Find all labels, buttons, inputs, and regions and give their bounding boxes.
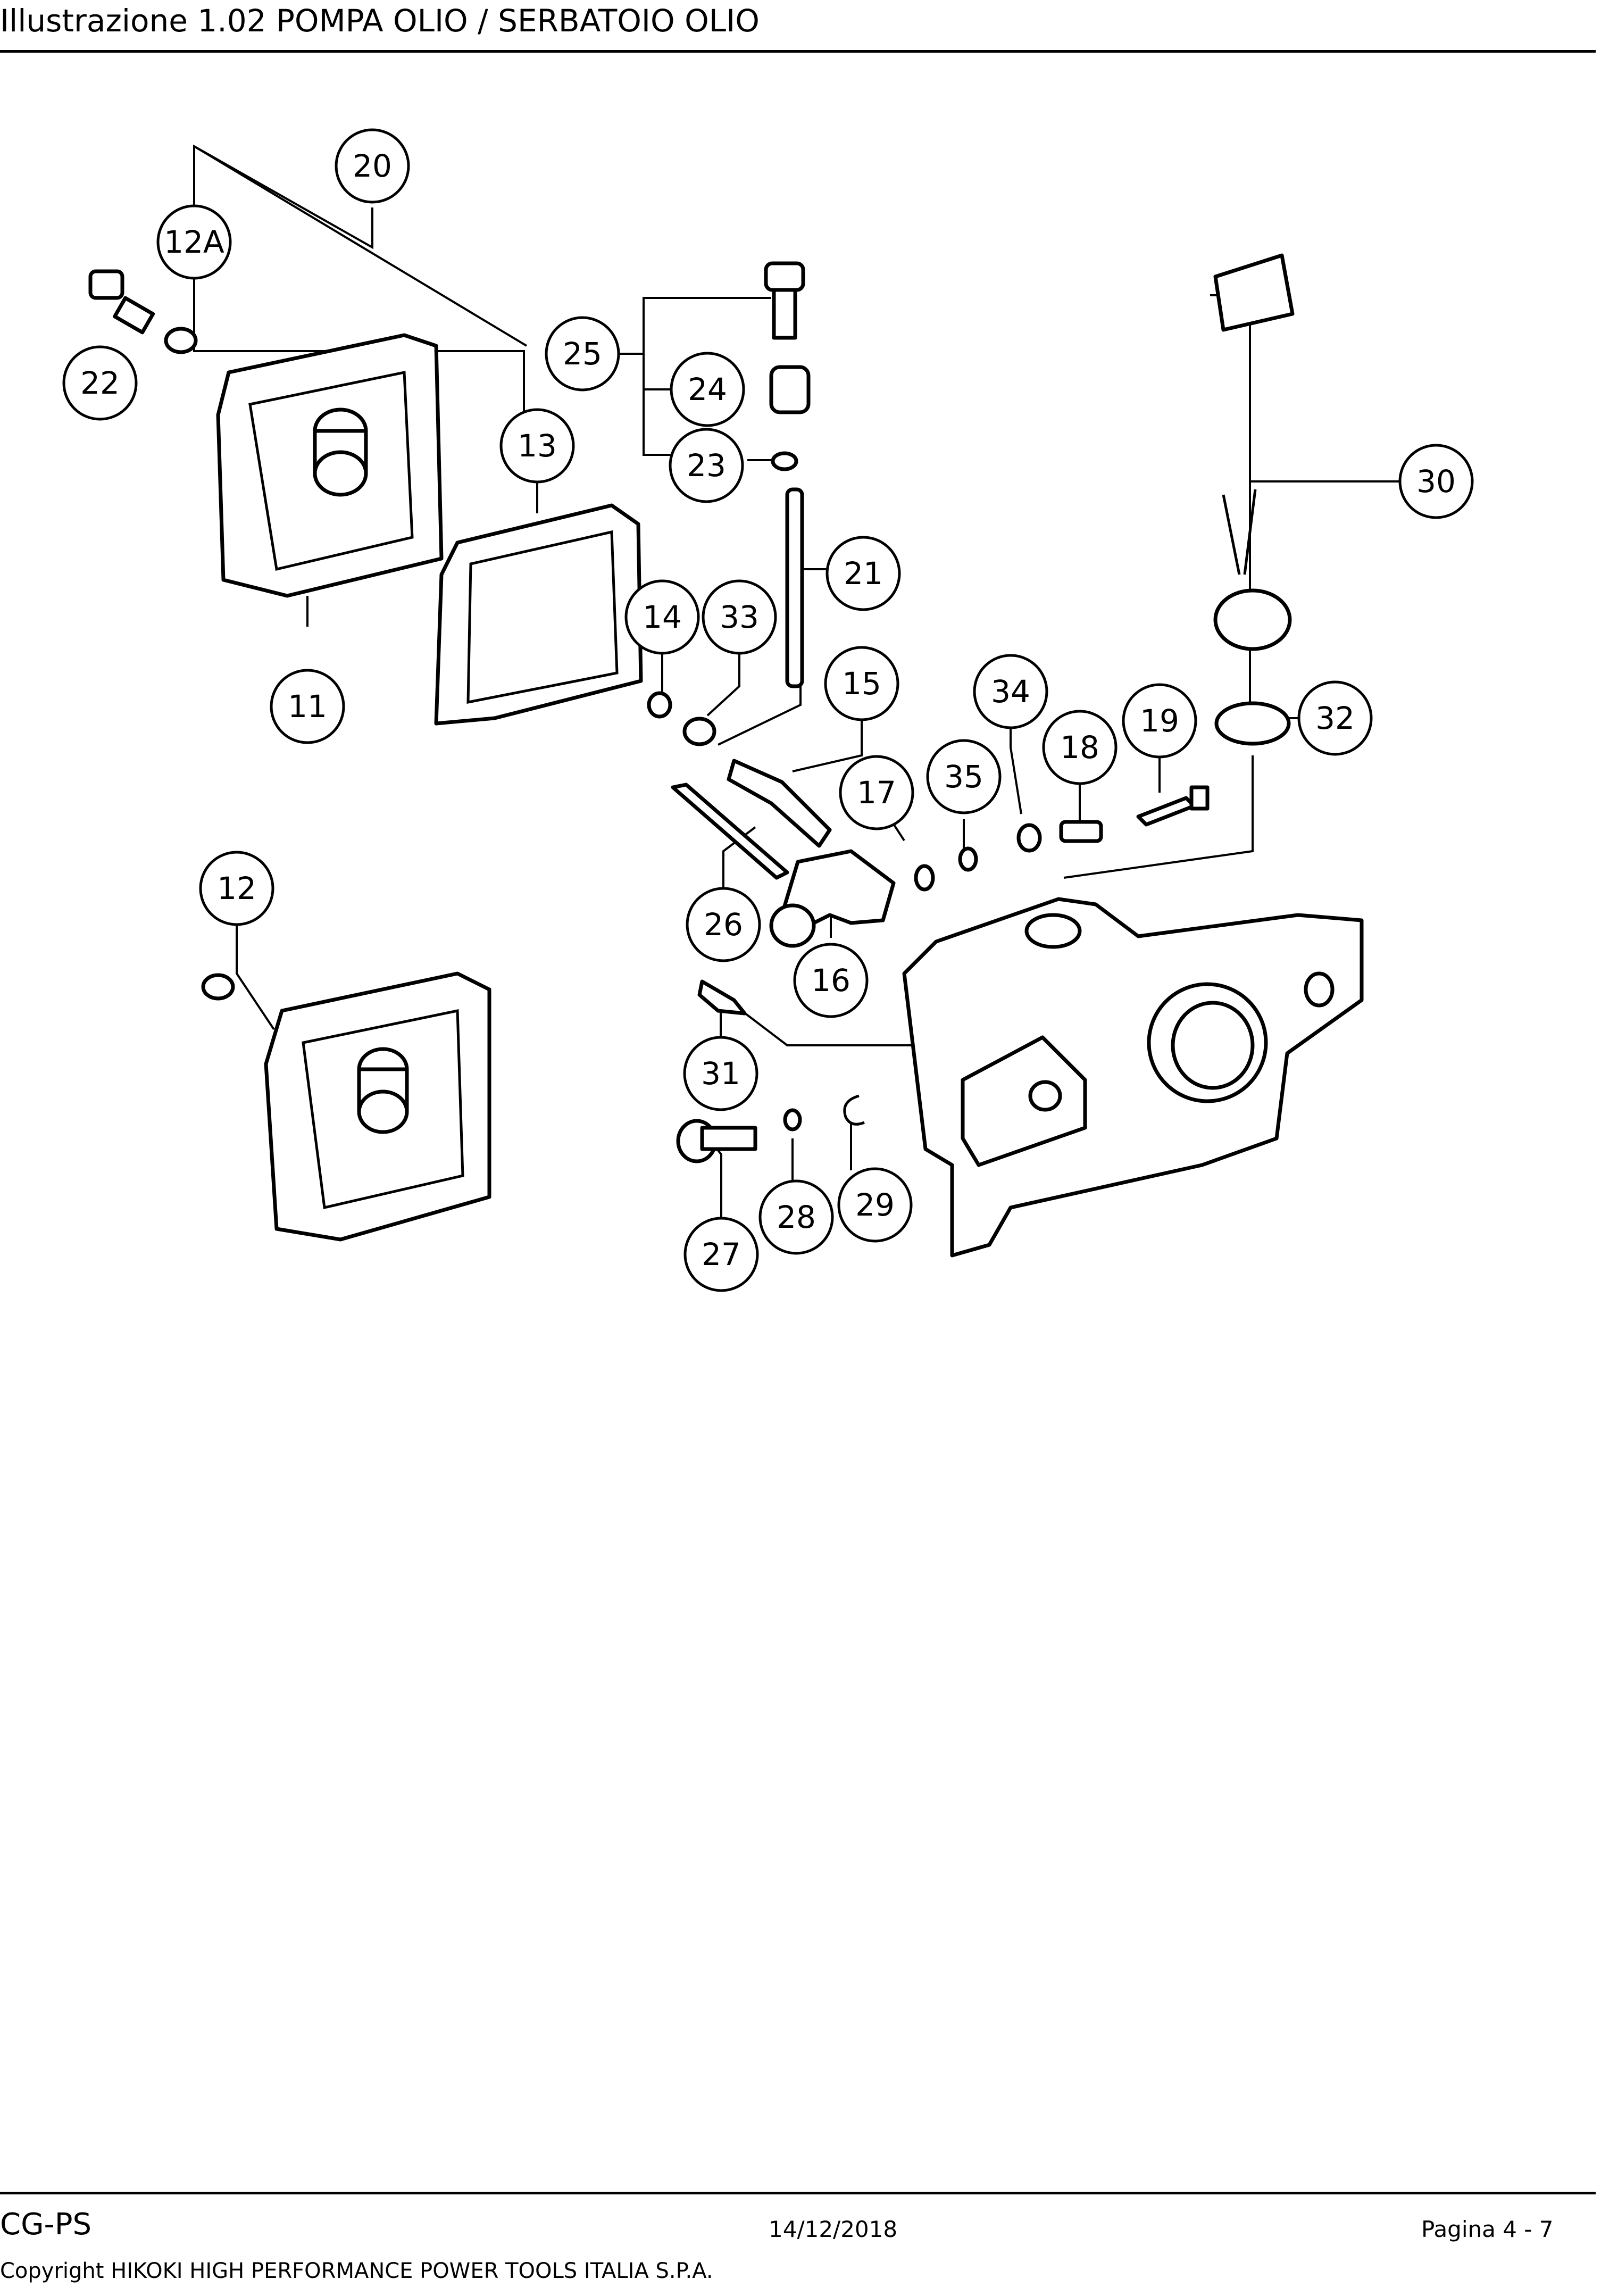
callout-33: 33 xyxy=(702,579,777,655)
svg-text:25: 25 xyxy=(563,336,602,372)
svg-text:26: 26 xyxy=(704,906,743,943)
part-screw-27 xyxy=(676,1119,757,1163)
svg-text:11: 11 xyxy=(288,688,327,725)
callout-35: 35 xyxy=(926,739,1002,814)
callout-11: 11 xyxy=(270,669,345,744)
part-housing xyxy=(902,897,1364,1258)
part-screw-19 xyxy=(1136,785,1210,827)
callout-12: 12 xyxy=(199,851,274,926)
part-washer-34 xyxy=(1016,823,1042,853)
svg-text:17: 17 xyxy=(857,775,896,811)
svg-text:13: 13 xyxy=(518,428,557,464)
part-oring-17 xyxy=(914,864,935,892)
callout-29: 29 xyxy=(837,1167,913,1243)
svg-text:35: 35 xyxy=(944,759,983,795)
part-filter-24 xyxy=(769,365,811,414)
copyright-notice: Copyright HIKOKI HIGH PERFORMANCE POWER … xyxy=(0,2259,713,2283)
part-tank-cover-11 xyxy=(216,333,444,598)
callout-12a: 12A xyxy=(156,204,232,280)
header-divider xyxy=(0,50,1596,53)
part-oring-35 xyxy=(958,846,978,872)
svg-text:22: 22 xyxy=(80,365,120,401)
part-washer-23 xyxy=(771,451,798,471)
part-seal-33 xyxy=(682,717,716,746)
page-title: Illustrazione 1.02 POMPA OLIO / SERBATOI… xyxy=(0,3,760,39)
part-pin-26 xyxy=(671,783,789,880)
svg-text:15: 15 xyxy=(842,665,881,702)
svg-text:12: 12 xyxy=(217,870,256,906)
part-oring-28 xyxy=(783,1108,802,1132)
part-bolt-22 xyxy=(88,269,155,335)
callout-25: 25 xyxy=(545,316,620,392)
part-oring-32 xyxy=(1214,701,1291,746)
svg-text:21: 21 xyxy=(844,555,883,592)
svg-text:32: 32 xyxy=(1315,700,1355,736)
svg-text:19: 19 xyxy=(1140,703,1179,739)
callout-22: 22 xyxy=(62,345,138,421)
callout-23: 23 xyxy=(669,428,744,503)
callout-13: 13 xyxy=(499,408,575,484)
svg-text:30: 30 xyxy=(1416,463,1456,500)
callout-32: 32 xyxy=(1297,680,1373,756)
svg-text:24: 24 xyxy=(688,371,727,407)
part-clip-29 xyxy=(843,1094,865,1126)
svg-text:20: 20 xyxy=(353,148,392,184)
callout-20: 20 xyxy=(335,128,410,204)
part-oring-14 xyxy=(647,691,672,719)
svg-text:33: 33 xyxy=(720,599,759,635)
callout-34: 34 xyxy=(973,654,1048,729)
footer-divider xyxy=(0,2192,1596,2194)
svg-text:18: 18 xyxy=(1060,729,1099,766)
svg-text:12A: 12A xyxy=(164,224,224,260)
callout-31: 31 xyxy=(683,1036,758,1111)
part-fitting-31 xyxy=(697,979,747,1016)
exploded-parts-diagram: 20 12A 22 25 24 23 13 30 21 14 33 15 11 … xyxy=(62,128,1474,1292)
callout-24: 24 xyxy=(670,352,745,427)
part-rod-21 xyxy=(785,487,804,688)
part-plunger-15 xyxy=(727,759,832,848)
part-washer-12a xyxy=(164,327,198,354)
svg-text:16: 16 xyxy=(811,962,850,999)
svg-text:27: 27 xyxy=(702,1236,741,1272)
callout-19: 19 xyxy=(1122,683,1197,759)
part-washer-12 xyxy=(201,973,235,1001)
callout-28: 28 xyxy=(758,1179,834,1255)
callout-21: 21 xyxy=(825,536,901,611)
svg-text:23: 23 xyxy=(687,447,726,484)
part-gasket-13 xyxy=(434,503,643,726)
part-pump-body-16 xyxy=(769,849,896,948)
callout-17: 17 xyxy=(839,755,914,830)
part-tank-cover-lower xyxy=(264,971,491,1242)
svg-text:34: 34 xyxy=(991,673,1030,710)
callout-15: 15 xyxy=(824,646,899,721)
svg-text:14: 14 xyxy=(643,599,682,635)
callout-14: 14 xyxy=(624,579,700,655)
part-cap-30 xyxy=(1213,253,1295,651)
callout-30: 30 xyxy=(1398,444,1474,519)
callout-16: 16 xyxy=(793,943,869,1018)
svg-text:31: 31 xyxy=(701,1055,740,1092)
document-date: 14/12/2018 xyxy=(769,2216,898,2242)
part-spring-18 xyxy=(1059,820,1103,843)
page-number: Pagina 4 - 7 xyxy=(1421,2216,1554,2242)
callout-26: 26 xyxy=(686,887,761,962)
svg-text:29: 29 xyxy=(855,1187,895,1223)
svg-text:28: 28 xyxy=(777,1199,816,1235)
callout-18: 18 xyxy=(1042,710,1118,785)
callout-27: 27 xyxy=(683,1217,759,1292)
part-valve-25 xyxy=(764,261,805,340)
document-code: CG-PS xyxy=(0,2207,92,2242)
